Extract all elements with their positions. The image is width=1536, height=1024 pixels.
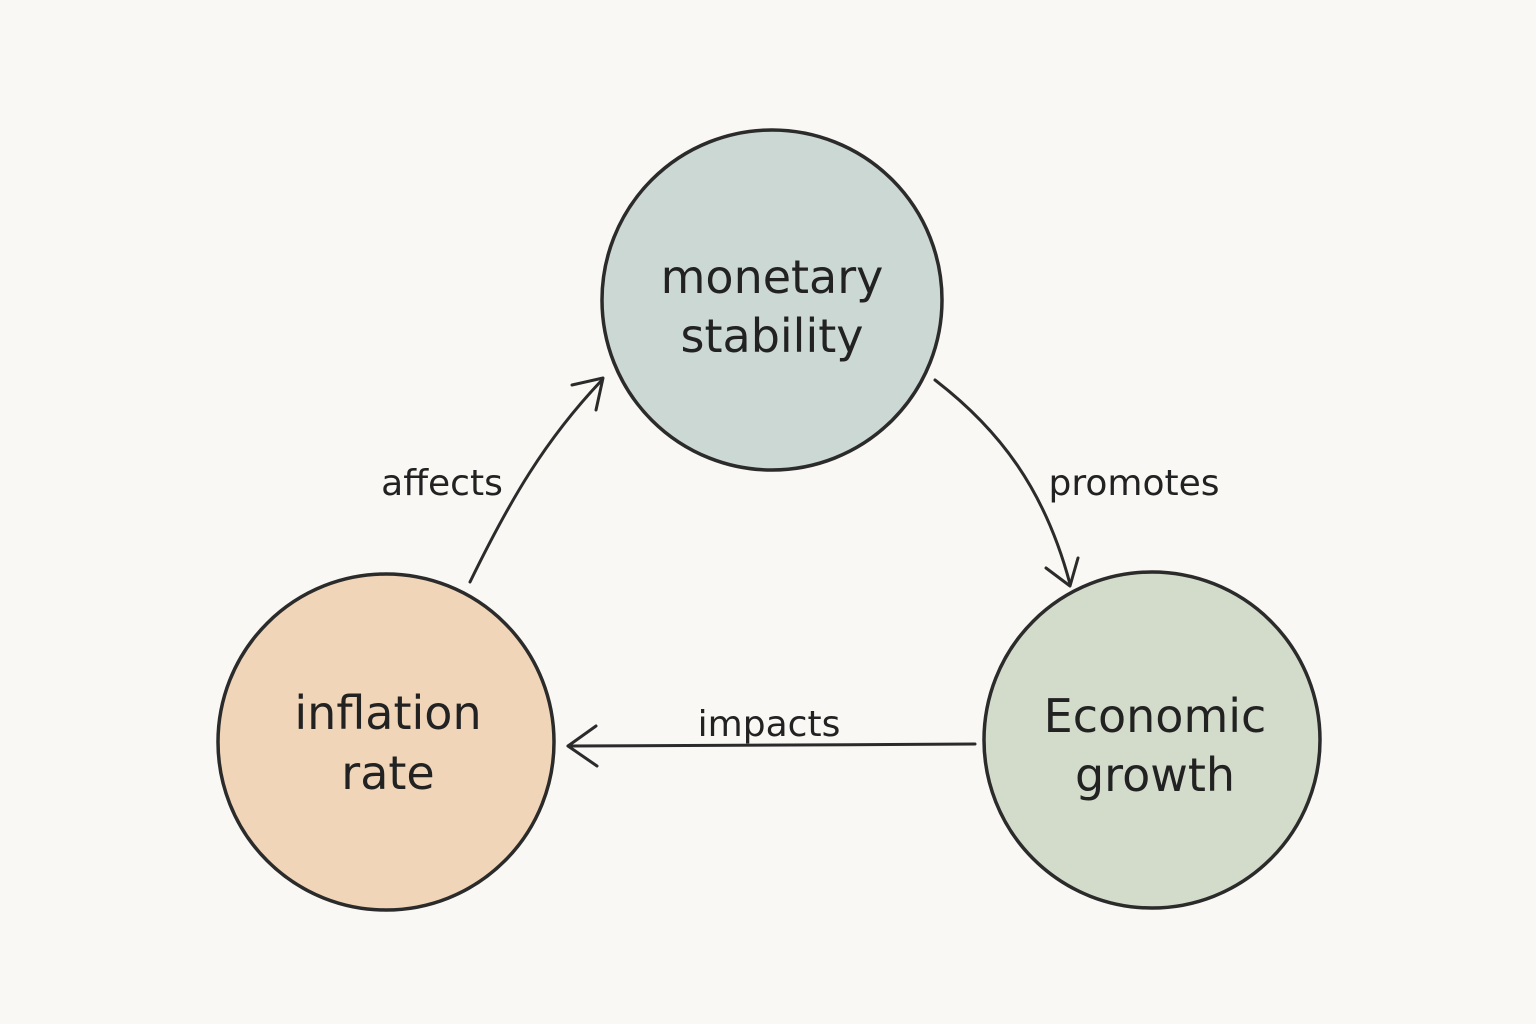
inflation-rate-label-line2: rate bbox=[341, 746, 434, 800]
affects-label: affects bbox=[381, 463, 503, 504]
edge-impacts: impacts bbox=[566, 704, 977, 768]
economic-growth-circle bbox=[982, 570, 1322, 910]
monetary-stability-label-line1: monetary bbox=[661, 250, 884, 304]
node-economic-growth: Economic growth bbox=[982, 570, 1322, 910]
inflation-rate-label-line1: inflation bbox=[294, 686, 481, 740]
monetary-stability-label-line2: stability bbox=[681, 309, 864, 363]
promotes-label: promotes bbox=[1049, 463, 1220, 504]
economic-growth-label-line2: growth bbox=[1075, 748, 1235, 802]
affects-arrow-line bbox=[468, 378, 604, 584]
node-monetary-stability: monetary stability bbox=[600, 128, 944, 472]
economic-growth-label-line1: Economic bbox=[1044, 689, 1267, 743]
promotes-arrowhead bbox=[1044, 556, 1080, 588]
affects-arrowhead bbox=[570, 376, 605, 412]
node-inflation-rate: inflation rate bbox=[216, 572, 556, 912]
impacts-label: impacts bbox=[698, 704, 841, 745]
edge-affects: affects bbox=[381, 376, 605, 584]
monetary-stability-circle bbox=[600, 128, 944, 472]
impacts-arrowhead bbox=[566, 724, 599, 768]
edge-promotes: promotes bbox=[933, 378, 1220, 588]
promotes-arrow-line bbox=[933, 378, 1072, 586]
inflation-rate-circle bbox=[216, 572, 556, 912]
impacts-arrow-line bbox=[566, 742, 977, 748]
